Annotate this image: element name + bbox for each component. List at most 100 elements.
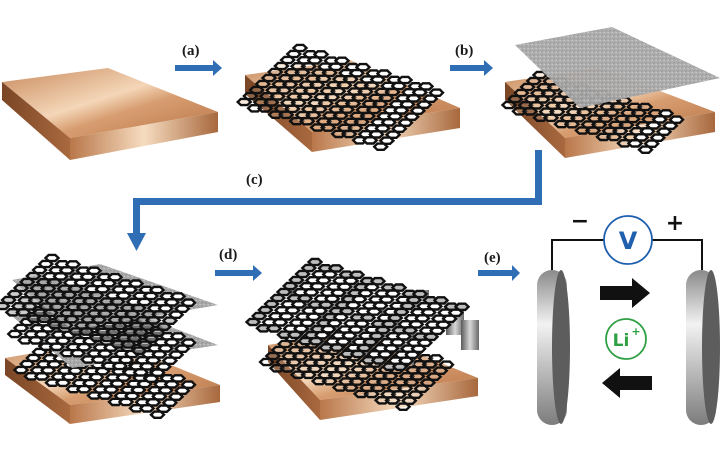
hexagon-cell	[90, 355, 108, 364]
negative-terminal-sign: −	[571, 209, 589, 234]
arrow-left-icon	[602, 368, 652, 398]
hexagon-cell	[25, 271, 42, 281]
hexagon-cell	[257, 305, 274, 315]
hexagon-cell	[354, 62, 372, 72]
hexagon-cell	[18, 359, 36, 369]
hexagon-cell	[281, 80, 299, 89]
hexagon-cell	[626, 139, 644, 148]
hexagon-cell	[88, 372, 105, 382]
hexagon-cell	[396, 75, 414, 85]
hexagon-cell	[370, 356, 388, 365]
hexagon-cell	[130, 303, 147, 313]
hexagon-cell	[161, 356, 179, 365]
hexagon-cell	[384, 396, 401, 405]
hexagon-cell	[404, 350, 421, 360]
hexagon-cell	[109, 340, 127, 349]
hexagon-cell	[84, 321, 101, 330]
hexagon-cell	[369, 75, 387, 84]
hexagon-cell	[271, 318, 289, 327]
hexagon-cell	[54, 378, 72, 388]
circuit-wire	[652, 239, 703, 270]
hexagon-cell	[127, 279, 145, 288]
hexagon-cell	[422, 94, 439, 104]
hexagon-cell	[662, 121, 679, 131]
hexagon-cell	[416, 338, 434, 348]
hexagon-cell	[326, 318, 343, 328]
hexagon-cell	[21, 302, 38, 311]
hexagon-cell	[99, 333, 116, 343]
hexagon-cell	[401, 396, 418, 405]
hexagon-cell	[96, 391, 114, 400]
hexagon-cell	[6, 329, 24, 339]
hexagon-cell	[109, 297, 126, 306]
hexagon-cell	[102, 303, 120, 312]
hexagon-cell	[163, 298, 181, 307]
hexagon-cell	[438, 360, 455, 369]
hexagon-cell	[521, 107, 539, 116]
cathode-electrode	[686, 270, 720, 425]
hexagon-cell	[43, 253, 61, 263]
hexagon-cell	[390, 81, 408, 91]
hexagon-cell	[419, 378, 437, 387]
hexagon-cell	[284, 104, 301, 114]
hexagon-cell	[64, 260, 82, 269]
hexagon-cell	[595, 132, 612, 142]
hexagon-cell	[39, 366, 57, 375]
hexagon-cell	[275, 287, 293, 297]
hexagon-cell	[407, 320, 425, 329]
hexagon-cell	[333, 56, 351, 66]
hexagon-cell	[122, 368, 139, 377]
hexagon-cell	[360, 356, 377, 365]
hexagon-cell	[409, 372, 426, 381]
hexagon-cell	[299, 318, 316, 328]
hexagon-cell	[336, 80, 353, 90]
hexagon-cell	[306, 257, 324, 267]
hexagon-cell	[399, 301, 416, 311]
hexagon-cell	[33, 330, 51, 339]
hexagon-cell	[411, 289, 429, 299]
hexagon-cell	[296, 92, 314, 102]
hexagon-cell	[281, 281, 299, 291]
hexagon-cell	[381, 362, 398, 371]
hexagon-cell	[584, 126, 602, 135]
positive-terminal-sign: +	[666, 211, 684, 236]
hexagon-cell	[332, 111, 349, 120]
graphene-layer	[0, 253, 197, 355]
hexagon-cell	[320, 324, 337, 334]
hexagon-cell	[351, 135, 368, 145]
hexagon-cell	[384, 87, 401, 97]
hexagon-cell	[417, 82, 435, 91]
hexagon-cell	[296, 294, 314, 303]
hexagon-cell	[390, 390, 408, 399]
hexagon-cell	[54, 336, 72, 346]
hexagon-cell	[645, 121, 662, 130]
hexagon-cell	[81, 378, 99, 388]
hexagon-cell	[333, 364, 351, 374]
hexagon-cell	[386, 112, 404, 121]
hexagon-cell	[397, 356, 415, 366]
hexagon-cell	[163, 338, 181, 347]
hexagon-cell	[355, 343, 373, 353]
graphene-layer	[235, 43, 445, 152]
hexagon-cell	[353, 117, 370, 127]
hexagon-cell	[267, 110, 284, 120]
hexagon-cell	[341, 331, 358, 340]
hexagon-cell	[319, 123, 337, 132]
hexagon-cell	[369, 383, 387, 393]
hexagon-cell	[260, 73, 278, 83]
hexagon-cell	[359, 313, 377, 322]
hexagon-cell	[59, 348, 76, 358]
hexagon-cell	[332, 312, 350, 322]
hexagon-cell	[425, 372, 443, 381]
hexagon-cell	[157, 386, 174, 395]
hexagon-cell	[105, 327, 122, 337]
hexagon-cell	[255, 324, 272, 333]
hexagon-cell	[405, 295, 423, 305]
hexagon-cell	[630, 108, 648, 118]
hexagon-cell	[605, 132, 623, 142]
hexagon-cell	[38, 342, 55, 351]
hexagon-cell	[169, 292, 187, 301]
hexagon-cell	[130, 385, 147, 395]
hexagon-cell	[138, 404, 156, 413]
hexagon-cell	[39, 284, 57, 293]
